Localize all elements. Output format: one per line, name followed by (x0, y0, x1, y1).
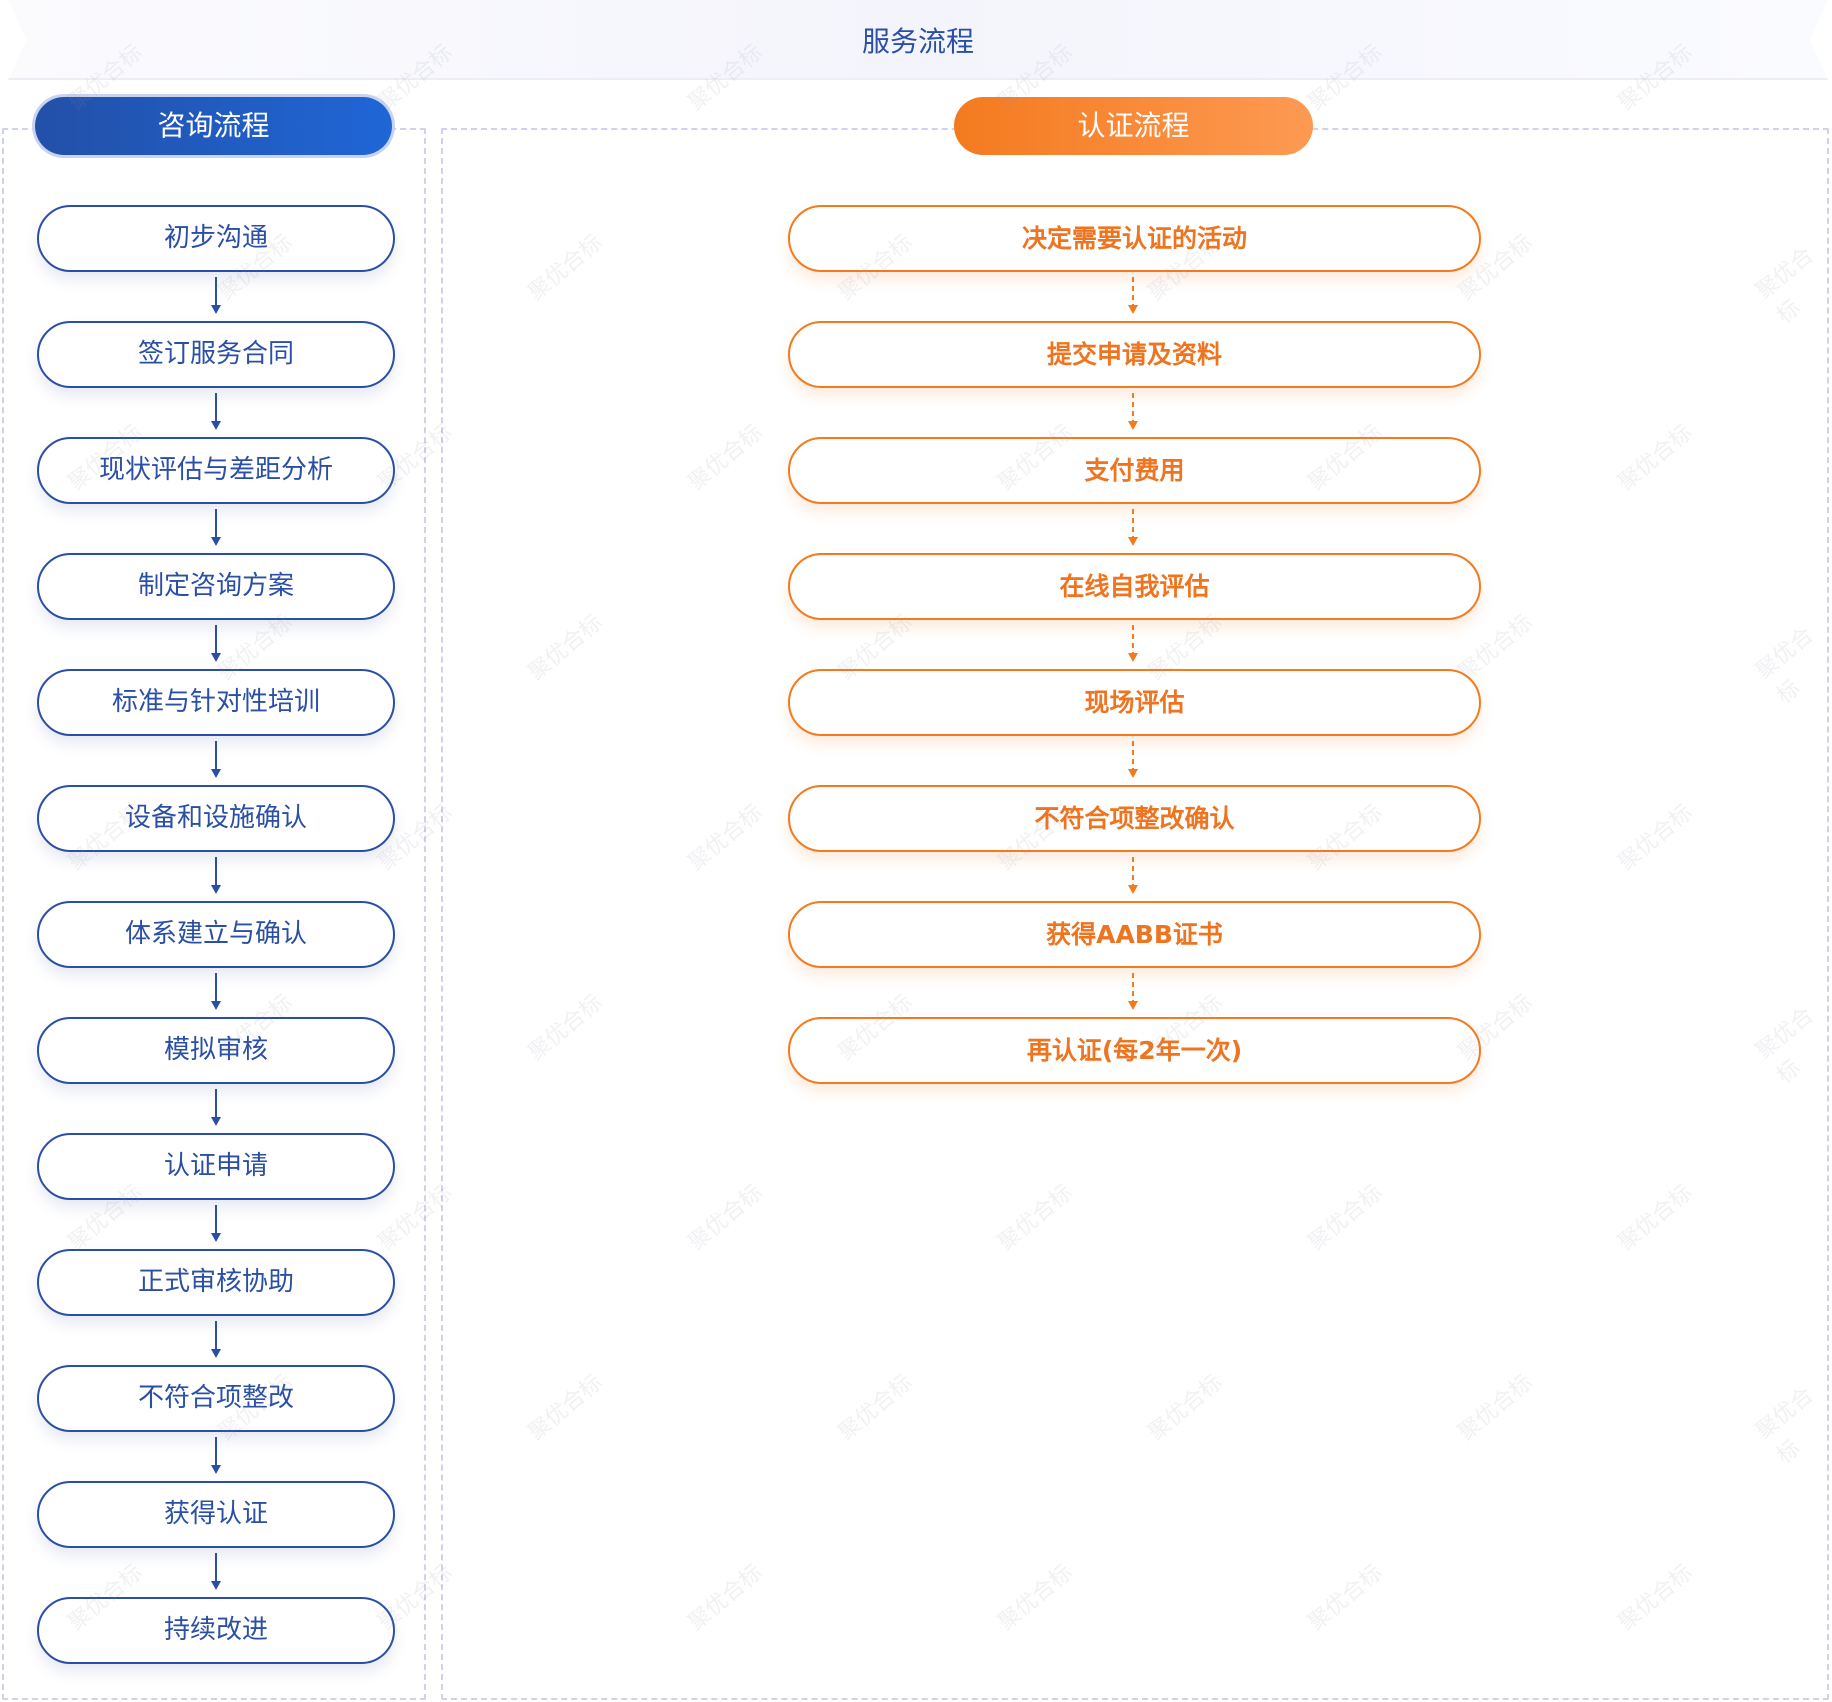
cert-step: 提交申请及资料 (788, 321, 1481, 388)
cert-step: 支付费用 (788, 437, 1481, 504)
consult-step: 制定咨询方案 (37, 553, 395, 620)
consult-step: 获得认证 (37, 1481, 395, 1548)
down-arrow-icon (211, 741, 221, 778)
down-arrow-icon (1128, 625, 1138, 662)
down-arrow-icon (211, 1321, 221, 1358)
consult-step: 不符合项整改 (37, 1365, 395, 1432)
consult-step: 标准与针对性培训 (37, 669, 395, 736)
down-arrow-icon (211, 1553, 221, 1590)
cert-step: 再认证(每2年一次) (788, 1017, 1481, 1084)
down-arrow-icon (1128, 393, 1138, 430)
down-arrow-icon (1128, 509, 1138, 546)
down-arrow-icon (211, 1205, 221, 1242)
cert-step: 在线自我评估 (788, 553, 1481, 620)
consult-step: 正式审核协助 (37, 1249, 395, 1316)
down-arrow-icon (1128, 857, 1138, 894)
down-arrow-icon (211, 1437, 221, 1474)
cert-step: 不符合项整改确认 (788, 785, 1481, 852)
down-arrow-icon (211, 857, 221, 894)
consult-step: 设备和设施确认 (37, 785, 395, 852)
down-arrow-icon (1128, 973, 1138, 1010)
down-arrow-icon (211, 625, 221, 662)
down-arrow-icon (211, 1089, 221, 1126)
down-arrow-icon (211, 973, 221, 1010)
consult-step: 初步沟通 (37, 205, 395, 272)
cert-step: 获得AABB证书 (788, 901, 1481, 968)
consult-step: 认证申请 (37, 1133, 395, 1200)
cert-process-header: 认证流程 (954, 97, 1313, 155)
down-arrow-icon (1128, 277, 1138, 314)
down-arrow-icon (1128, 741, 1138, 778)
consult-step: 体系建立与确认 (37, 901, 395, 968)
consult-step: 持续改进 (37, 1597, 395, 1664)
title-banner: 服务流程 (8, 0, 1828, 80)
cert-step: 决定需要认证的活动 (788, 205, 1481, 272)
down-arrow-icon (211, 277, 221, 314)
down-arrow-icon (211, 393, 221, 430)
consult-process-header: 咨询流程 (35, 97, 392, 155)
consult-step: 模拟审核 (37, 1017, 395, 1084)
consult-step: 现状评估与差距分析 (37, 437, 395, 504)
cert-step: 现场评估 (788, 669, 1481, 736)
page-title: 服务流程 (861, 25, 974, 58)
down-arrow-icon (211, 509, 221, 546)
consult-step: 签订服务合同 (37, 321, 395, 388)
